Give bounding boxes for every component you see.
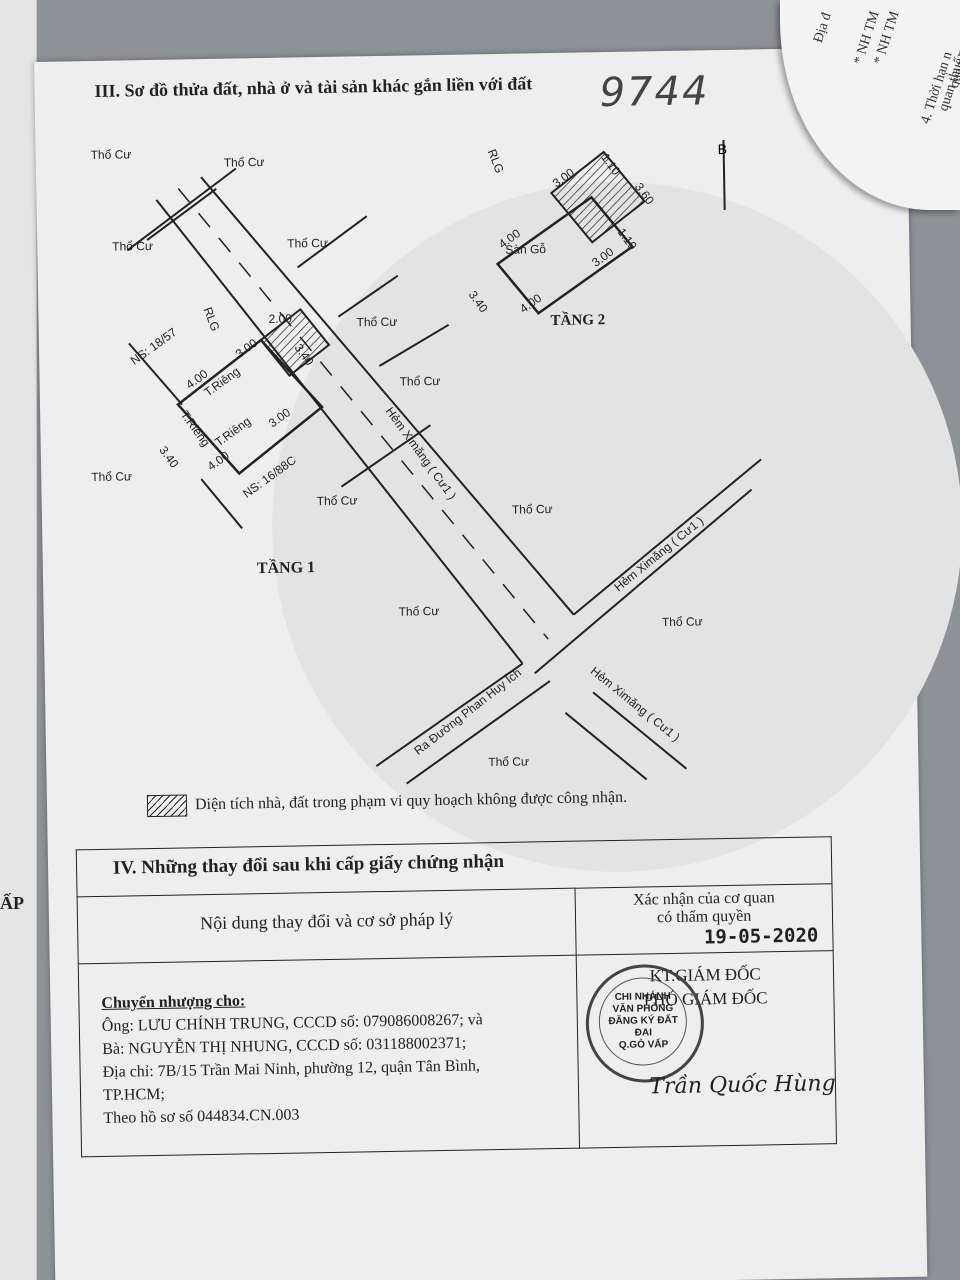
north-arrow-icon xyxy=(722,139,726,210)
road-edge-a xyxy=(375,662,524,767)
hatch-legend-icon xyxy=(146,794,188,818)
dimension-label: 2.00 xyxy=(268,312,292,326)
curl-text: Địa đ xyxy=(811,10,835,45)
floor1-label: TẦNG 1 xyxy=(257,557,316,577)
right-alley-label: Hẻm Ximăng ( Cư1 ) xyxy=(611,514,706,595)
residential-label: Thổ Cư xyxy=(317,493,358,508)
bottom-alley-label: Hẻm Ximăng ( Cư1 ) xyxy=(588,664,683,745)
residential-label: Thổ Cư xyxy=(287,236,328,251)
residential-label: Thổ Cư xyxy=(488,754,529,769)
bottom-alley-edge-b xyxy=(564,712,648,781)
neighbor-line-5 xyxy=(340,424,431,488)
neighbor-line-1 xyxy=(126,167,237,252)
residential-label: Thổ Cư xyxy=(112,239,153,254)
rlg-label: RLG xyxy=(201,305,223,333)
confirmation-date: 19-05-2020 xyxy=(703,924,819,949)
confirmation-cell: KT.GIÁM ĐỐC PHÓ GIÁM ĐỐC CHI NHÁNH VĂN P… xyxy=(576,950,837,1149)
alley-centerline xyxy=(177,188,549,640)
floor2-outline xyxy=(495,195,635,315)
residential-label: Thổ Cư xyxy=(91,147,132,162)
dimension-label: 3.00 xyxy=(233,336,260,361)
certificate-page: III. Sơ đồ thửa đất, nhà ở và tài sản kh… xyxy=(34,46,960,1280)
plot-boundary-bottom xyxy=(200,478,243,530)
cross-alley-edge-a xyxy=(534,488,753,675)
private-wall-label: T.Riêng xyxy=(178,408,213,449)
confirm-column-header: Xác nhận của cơ quan có thẩm quyền 19-05… xyxy=(575,883,834,956)
north-label: B xyxy=(717,141,727,157)
main-alley xyxy=(126,167,762,785)
main-alley-label: Hẻm Ximăng ( Cư1 ) xyxy=(383,404,459,502)
dimension-label: 3.00 xyxy=(266,405,293,430)
residential-label: Thổ Cư xyxy=(512,502,553,517)
residential-label: Thổ Cư xyxy=(662,614,703,629)
neighbor-line-3 xyxy=(337,274,399,318)
seal-line: ĐĂNG KÝ ĐẤT ĐAI xyxy=(608,1014,678,1039)
floor2-hatched-area xyxy=(549,150,646,244)
dimension-label: 3.40 xyxy=(156,443,181,470)
confirm-header-line2: có thẩm quyền xyxy=(656,907,752,927)
seal-line: Q.GÒ VẤP xyxy=(618,1039,669,1051)
neighbor-top-label: NS: 18/57 xyxy=(128,325,180,368)
floor2-room-label: Sàn Gỗ xyxy=(505,241,546,257)
floor2-label: TẦNG 2 xyxy=(550,311,605,329)
road-edge-b xyxy=(406,680,551,785)
residential-label: Thổ Cư xyxy=(400,374,441,389)
residential-label: Thổ Cư xyxy=(399,604,440,619)
alley-edge-right xyxy=(200,176,575,616)
seal-line: CHI NHÁNH xyxy=(614,991,671,1004)
rlg-label-floor2: RLG xyxy=(485,147,507,175)
signer-signature: Trần Quốc Hùng xyxy=(649,1071,836,1100)
adjacent-page-left: ẤP xyxy=(0,0,37,1280)
left-page-fragment: ẤP xyxy=(0,893,24,913)
alley-edge-left xyxy=(155,199,524,665)
floor1-plot xyxy=(128,307,331,530)
change-content: Chuyển nhượng cho: Ông: LƯU CHÍNH TRUNG,… xyxy=(78,955,580,1157)
floor1-hatched-area xyxy=(259,307,331,377)
floor1-outline xyxy=(176,338,324,476)
land-plot-diagram: B xyxy=(91,139,762,785)
confirm-header-line1: Xác nhận của cơ quan xyxy=(632,889,775,909)
plot-boundary-left xyxy=(128,342,183,406)
residential-label: Thổ Cư xyxy=(224,155,265,170)
neighbor-line-6 xyxy=(146,188,217,241)
residential-label: Thổ Cư xyxy=(91,469,132,484)
dimension-label: 4.00 xyxy=(205,448,232,473)
floor2-plot xyxy=(495,150,646,315)
dimension-label: 3.40 xyxy=(466,288,491,315)
content-column-header: Nội dung thay đổi và cơ sở pháp lý xyxy=(77,888,577,964)
bottom-alley-edge-a xyxy=(592,691,688,770)
changes-table: IV. Những thay đổi sau khi cấp giấy chứn… xyxy=(76,836,837,1157)
neighbor-bottom-label: NS: 16/88C xyxy=(240,453,299,501)
cross-alley-edge-b xyxy=(573,458,762,616)
residential-label: Thổ Cư xyxy=(356,315,397,330)
private-wall-label: T.Riêng xyxy=(212,414,253,449)
dimension-label: 3.00 xyxy=(589,244,616,269)
neighbor-line-2 xyxy=(297,215,368,269)
official-seal: CHI NHÁNH VĂN PHÒNG ĐĂNG KÝ ĐẤT ĐAI Q.GÒ… xyxy=(585,963,706,1084)
seal-text: CHI NHÁNH VĂN PHÒNG ĐĂNG KÝ ĐẤT ĐAI Q.GÒ… xyxy=(598,976,688,1067)
seal-line: VĂN PHÒNG xyxy=(612,1002,674,1016)
neighbor-line-4 xyxy=(378,323,450,367)
